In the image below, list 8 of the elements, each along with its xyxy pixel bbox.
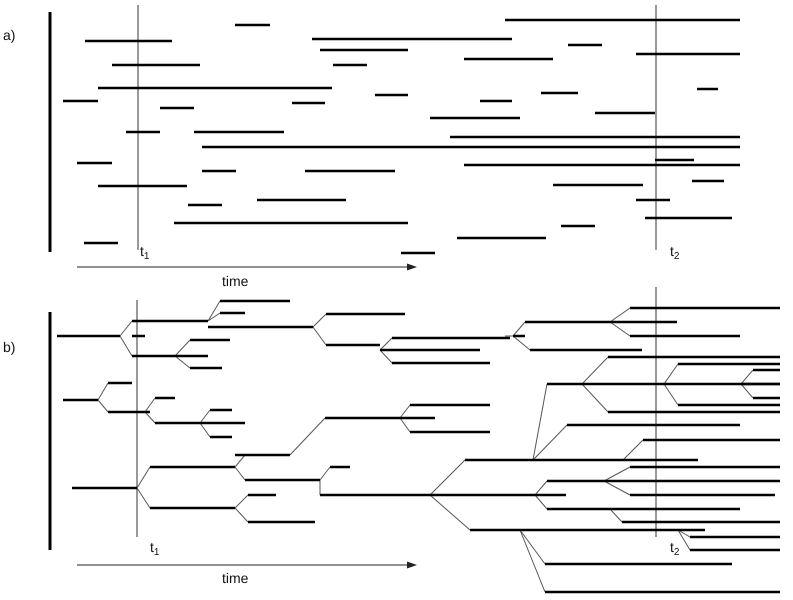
axis-label: t$_{2}$: [670, 244, 680, 258]
axis-label: b): [3, 340, 16, 354]
axis-label: a): [3, 28, 16, 42]
axis-label: t$_{1}$: [140, 244, 150, 258]
axis-label: t$_{2}$: [670, 540, 680, 554]
axis-label: time: [222, 571, 248, 585]
axis-label: t$_{1}$: [150, 540, 160, 554]
axis-label: time: [222, 274, 248, 288]
